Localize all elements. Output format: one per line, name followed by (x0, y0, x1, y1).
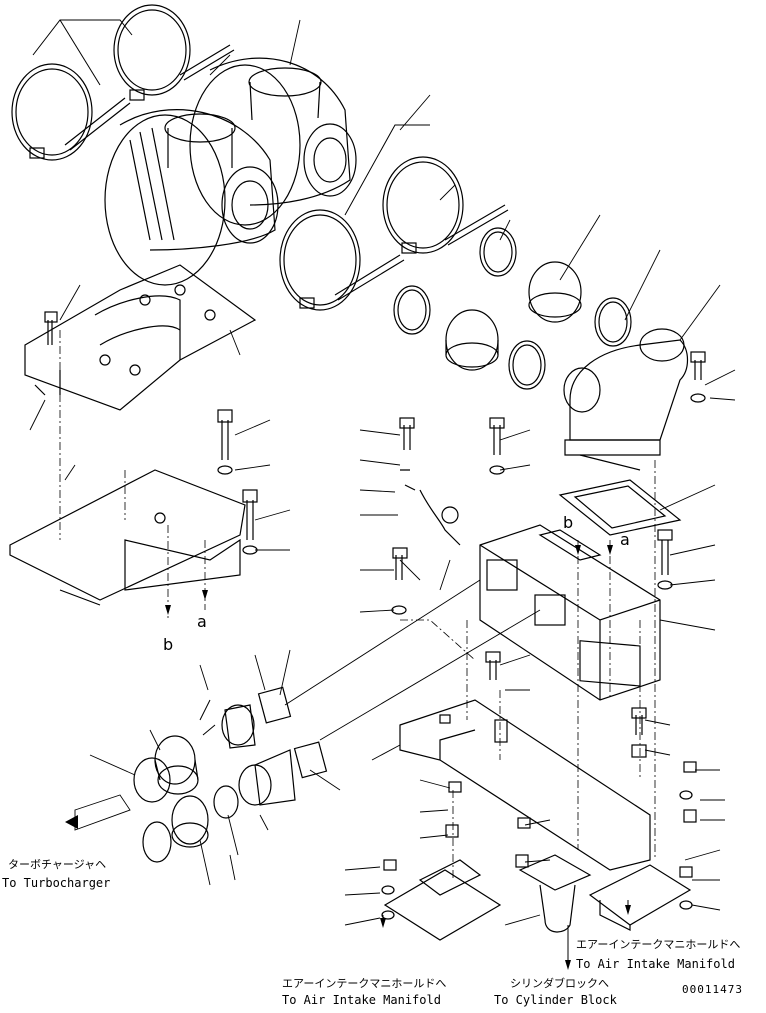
clamp-left-2 (142, 821, 172, 863)
elbow-pipe-right (238, 749, 296, 806)
bottom-plate (399, 699, 651, 871)
hose-1 (445, 309, 499, 371)
alignment-lines (59, 330, 656, 880)
manifold-gasket (558, 479, 682, 536)
flange-2 (293, 741, 328, 779)
mounting-plate (9, 469, 246, 606)
hose-clamp-3 (479, 227, 517, 277)
label-cylinder-jp: シリンダブロックへ (510, 976, 609, 990)
label-intake-bottom-en: To Air Intake Manifold (282, 993, 441, 1007)
elbow-connector (563, 328, 689, 471)
label-intake-bottom-jp: エアーインテークマニホールドへ (282, 977, 446, 990)
flange-1 (257, 686, 292, 724)
ref-a-right: a (620, 530, 630, 549)
sensor-assembly (400, 469, 461, 546)
air-cleaner-right (189, 57, 357, 226)
support-leg-center (518, 854, 592, 933)
leader-lines (29, 19, 736, 926)
ref-b-right: b (563, 513, 573, 532)
label-intake-right-jp: エアーインテークマニホールドへ (576, 938, 740, 951)
bracket-bolt (44, 311, 58, 345)
hose-clamp-2 (508, 340, 546, 390)
label-cylinder-en: To Cylinder Block (494, 993, 618, 1007)
label-turbocharger-en: To Turbocharger (2, 876, 110, 890)
support-bracket (24, 264, 257, 411)
support-block-right (588, 864, 692, 931)
clamp-band-3 (279, 209, 361, 311)
clamp-left-3 (213, 785, 239, 819)
label-turbocharger-jp: ターボチャージャヘ (8, 858, 106, 871)
hose-2 (528, 261, 582, 323)
hose-clamp-1 (393, 285, 431, 335)
clamp-bolt-1 (64, 97, 131, 151)
manifold-box (479, 524, 661, 701)
clamp-band-4 (382, 156, 464, 254)
label-intake-right-en: To Air Intake Manifold (576, 957, 735, 971)
hose-left-2 (171, 795, 209, 848)
clamp-band-1 (11, 63, 93, 161)
ref-a-left: a (197, 612, 207, 631)
hose-clamp-4 (594, 297, 632, 347)
hose-left-1 (154, 735, 199, 795)
ref-b-left: b (163, 635, 173, 654)
lower-bolts (381, 761, 697, 920)
support-block-left (383, 859, 502, 941)
air-cleaner-left (104, 109, 279, 286)
arrow-shafts (382, 900, 629, 962)
drawing-number: 00011473 (682, 983, 743, 996)
clamp-band-2 (113, 4, 191, 101)
clamp-left-1 (133, 757, 171, 803)
elbow-pipe-left (221, 704, 256, 749)
flow-lines (74, 579, 541, 831)
arrows (65, 545, 631, 970)
bolt-set (217, 351, 706, 758)
clamp-bolt-2 (179, 44, 235, 81)
